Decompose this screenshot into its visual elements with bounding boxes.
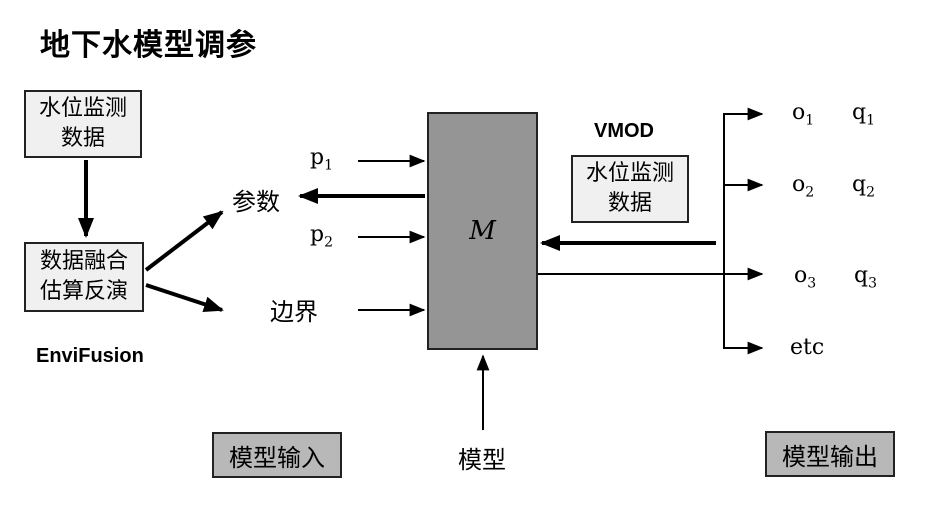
vmod-data-box: 水位监测 数据 <box>571 155 689 223</box>
vmod-label: VMOD <box>594 120 654 142</box>
output-q1: q1 <box>852 100 875 128</box>
model-output-box: 模型输出 <box>765 431 895 477</box>
p2-subscript: 2 <box>324 234 334 251</box>
output-o3: o3 <box>794 263 816 291</box>
output-etc: etc <box>790 335 825 360</box>
vmod-data-line1: 水位监测 <box>585 161 674 186</box>
page-title: 地下水模型调参 <box>40 28 257 63</box>
o2-symbol: o <box>792 172 806 197</box>
o3-symbol: o <box>794 263 808 288</box>
boundary-label: 边界 <box>270 298 318 326</box>
o2-subscript: 2 <box>805 184 815 201</box>
p1-subscript: 1 <box>324 157 334 174</box>
water-level-data-line2: 数据 <box>60 126 105 151</box>
output-q2: q2 <box>852 172 875 200</box>
o1-subscript: 1 <box>805 112 815 129</box>
output-q3: q3 <box>854 263 877 291</box>
model-box: M <box>427 112 538 350</box>
arrow-fusion-to-param <box>144 210 224 272</box>
q1-subscript: 1 <box>866 112 876 129</box>
q2-subscript: 2 <box>866 184 876 201</box>
water-level-data-line1: 水位监测 <box>38 96 127 121</box>
model-label: 模型 <box>458 446 506 474</box>
p2-label: p2 <box>310 222 333 250</box>
model-input-box: 模型输入 <box>212 432 342 478</box>
vmod-data-line2: 数据 <box>607 191 652 216</box>
data-fusion-line1: 数据融合 <box>39 249 128 274</box>
data-fusion-box: 数据融合 估算反演 <box>24 242 144 312</box>
envifusion-label: EnviFusion <box>36 345 144 367</box>
p2-symbol: p <box>310 222 325 247</box>
q3-symbol: q <box>854 263 869 288</box>
output-o1: o1 <box>792 100 814 128</box>
q1-symbol: q <box>852 100 867 125</box>
p1-symbol: p <box>310 145 325 170</box>
output-o2: o2 <box>792 172 814 200</box>
water-level-data-box: 水位监测 数据 <box>24 90 142 158</box>
model-symbol: M <box>469 216 496 246</box>
arrow-fusion-to-boundary <box>145 283 224 312</box>
o3-subscript: 3 <box>807 275 817 292</box>
model-input-label: 模型输入 <box>229 443 325 472</box>
model-output-label: 模型输出 <box>782 442 878 471</box>
data-fusion-line2: 估算反演 <box>39 279 128 304</box>
param-label: 参数 <box>232 188 280 216</box>
q3-subscript: 3 <box>868 275 878 292</box>
p1-label: p1 <box>310 145 333 173</box>
q2-symbol: q <box>852 172 867 197</box>
o1-symbol: o <box>792 100 806 125</box>
